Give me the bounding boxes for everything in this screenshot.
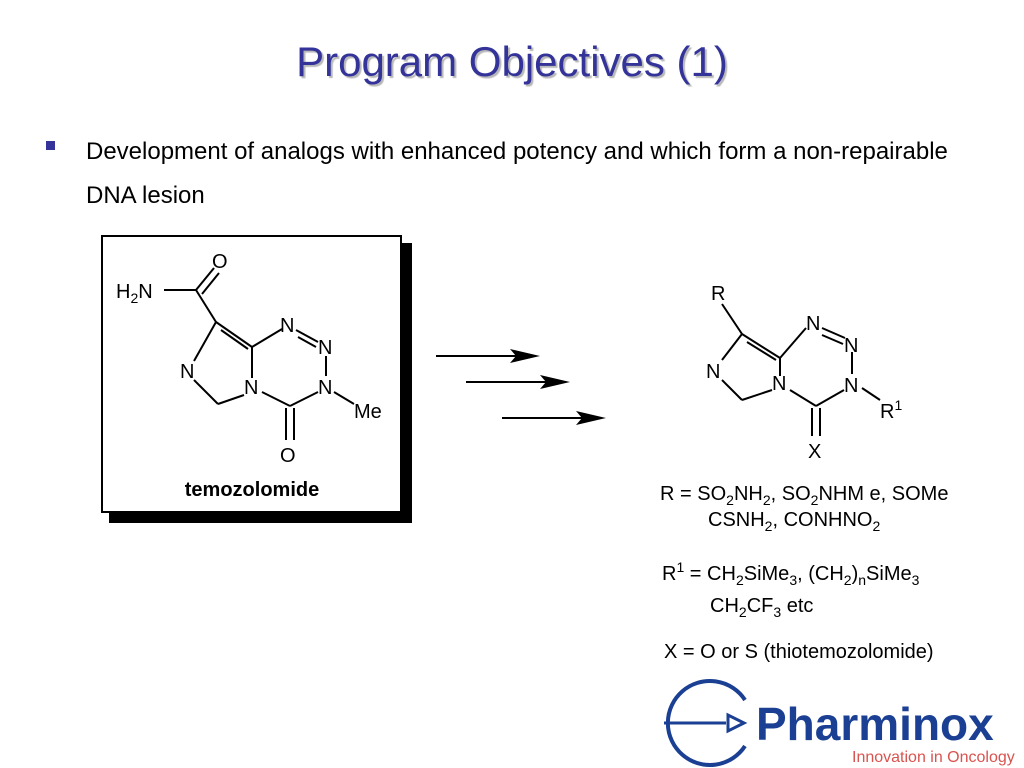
r-definition-line-1: R = SO2NH2, SO2NHM e, SOMe xyxy=(660,483,948,508)
r1-definition-line-1: R1 = CH2SiMe3, (CH2)nSiMe3 xyxy=(662,559,920,588)
substituent-r: R xyxy=(711,283,725,305)
logo-tagline: Innovation in Oncology xyxy=(852,749,1015,766)
substituent-x: X xyxy=(808,441,821,463)
logo-wordmark: Pharminox xyxy=(756,698,994,750)
page-title: Program Objectives (1) xyxy=(296,38,728,85)
atom-n-bridge: N xyxy=(244,377,258,399)
bullet-marker xyxy=(46,141,55,150)
x-definition: X = O or S (thiotemozolomide) xyxy=(664,641,934,663)
atom-o-carbonyl: O xyxy=(212,251,228,273)
analog-n-imidazole: N xyxy=(706,361,720,383)
analog-n-ring-2: N xyxy=(844,335,858,357)
r-definition-line-2: CSNH2, CONHNO2 xyxy=(708,509,880,534)
bullet-text: Development of analogs with enhanced pot… xyxy=(86,138,948,209)
atom-h2n: H2N xyxy=(116,281,153,306)
atom-n-imidazole: N xyxy=(180,361,194,383)
temozolomide-structure xyxy=(164,267,355,440)
reaction-arrows xyxy=(436,349,606,425)
analog-n-bridge: N xyxy=(772,373,786,395)
atom-n-ring-3: N xyxy=(318,377,332,399)
analog-atom-labels: R N N N N N X R1 xyxy=(706,283,902,463)
analog-n-ring-3: N xyxy=(844,375,858,397)
atom-n-ring-2: N xyxy=(318,337,332,359)
substituent-definitions: R = SO2NH2, SO2NHM e, SOMe CSNH2, CONHNO… xyxy=(660,483,948,663)
analog-structure xyxy=(721,303,881,436)
compound-name: temozolomide xyxy=(185,479,319,501)
temozolomide-atom-labels: H2N O N N N N N O Me temozolomide xyxy=(116,251,382,501)
analog-n-ring-1: N xyxy=(806,313,820,335)
logo-symbol-icon xyxy=(664,679,748,767)
atom-n-ring-1: N xyxy=(280,315,294,337)
atom-o-lower: O xyxy=(280,445,296,467)
pharminox-logo: Pharminox Innovation in Oncology xyxy=(664,679,1015,767)
r1-definition-line-2: CH2CF3 etc xyxy=(710,595,813,620)
atom-methyl: Me xyxy=(354,401,382,423)
substituent-r1: R1 xyxy=(880,397,902,423)
